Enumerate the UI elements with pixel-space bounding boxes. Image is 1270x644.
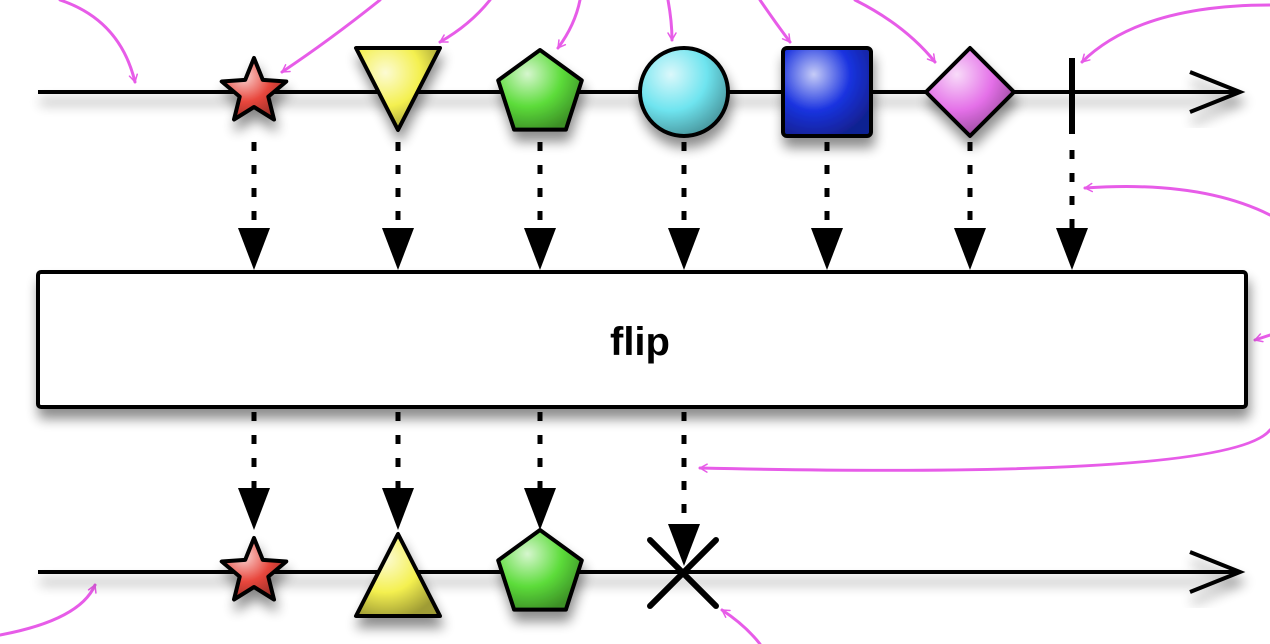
annotation-arrow-items-6 [853,0,937,64]
annotation-arrow-items-4 [666,0,677,42]
output-marble-star [219,536,289,602]
projection-arrow-in [954,142,986,270]
projection-arrow-in [238,142,270,270]
output-marble-pentagon [496,528,584,612]
output-marble-triangle-up [354,532,442,618]
annotation-arrow-items-1 [280,0,382,74]
input-marble-star [219,56,289,122]
error-x [647,537,719,609]
projection-arrow-in [382,142,414,270]
projection-arrow-out [524,412,556,530]
annotation-arrow-operator [1253,333,1270,343]
input-marble-square [781,46,873,138]
annotation-arrow-completion [1080,3,1270,64]
operator-box: flip [36,270,1248,409]
projection-arrow-out [238,412,270,530]
projection-arrow-out [382,412,414,530]
input-projections [238,142,1088,270]
projection-arrow-out [668,412,700,566]
input-marble-triangle-down [354,46,442,132]
annotation-arrow-items-5 [758,0,792,44]
annotation-arrow-error [720,608,762,644]
annotation-arrow-items-2 [438,0,492,44]
operator-label: flip [610,320,670,364]
projection-arrow-in [524,142,556,270]
annotation-arrow-output-timeline [0,583,97,637]
projection-arrow-in [811,142,843,270]
input-marble-diamond [924,46,1016,138]
output-projections [238,412,700,566]
annotation-arrow-dotted [1083,182,1270,217]
annotation-arrow-items-3 [556,0,582,50]
projection-arrow-in [668,142,700,270]
input-marble-pentagon [496,48,584,132]
input-marble-circle [638,46,730,138]
annotation-arrow-output [698,428,1270,473]
output-items [219,528,584,618]
projection-arrow-in [1056,150,1088,270]
annotation-arrow-timeline [58,0,138,84]
input-items [219,46,1016,138]
output-timeline [38,537,1246,609]
